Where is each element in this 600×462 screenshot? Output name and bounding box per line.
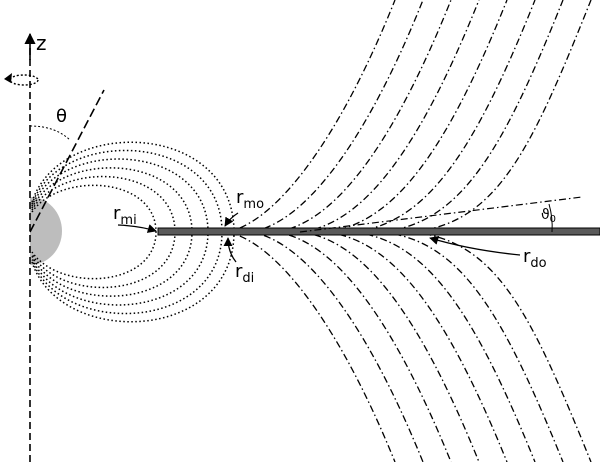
accretion-disk	[157, 227, 600, 236]
open-field-line	[299, 0, 480, 233]
theta0-label: ϑ0	[541, 207, 556, 225]
r-mi-label: rmi	[113, 203, 137, 228]
open-field-line	[379, 231, 564, 462]
open-field-line	[379, 0, 564, 233]
open-field-line	[351, 231, 536, 462]
open-field-line	[351, 0, 536, 233]
open-field-line	[249, 0, 424, 233]
open-field-lines	[225, 0, 592, 462]
rotation-arrow-icon	[4, 73, 12, 83]
open-field-line	[409, 0, 592, 233]
inclination-line	[29, 89, 105, 233]
theta0-arc	[548, 203, 553, 233]
open-field-line	[274, 0, 452, 233]
theta0-line	[299, 196, 583, 233]
open-field-line	[324, 0, 508, 233]
rotation-indicator	[9, 74, 39, 86]
closed-field-loop	[31, 175, 176, 289]
theta-arc	[29, 125, 71, 141]
open-field-line	[299, 231, 480, 462]
open-field-line	[225, 231, 396, 462]
star	[30, 197, 62, 265]
r-di-label: rdi	[235, 261, 254, 286]
r-do-arrow	[429, 235, 521, 256]
axis-label: z	[36, 31, 47, 55]
r-mo-arrow	[224, 212, 239, 227]
r-mo-label: rmo	[236, 187, 264, 212]
open-field-line	[324, 231, 508, 462]
open-field-line	[249, 231, 424, 462]
open-field-line	[225, 0, 396, 233]
r-do-label: rdo	[523, 246, 547, 271]
open-field-line	[409, 231, 592, 462]
r-di-arrow	[223, 237, 237, 263]
theta-label: θ	[56, 106, 67, 127]
r-mi-arrow	[117, 224, 157, 233]
